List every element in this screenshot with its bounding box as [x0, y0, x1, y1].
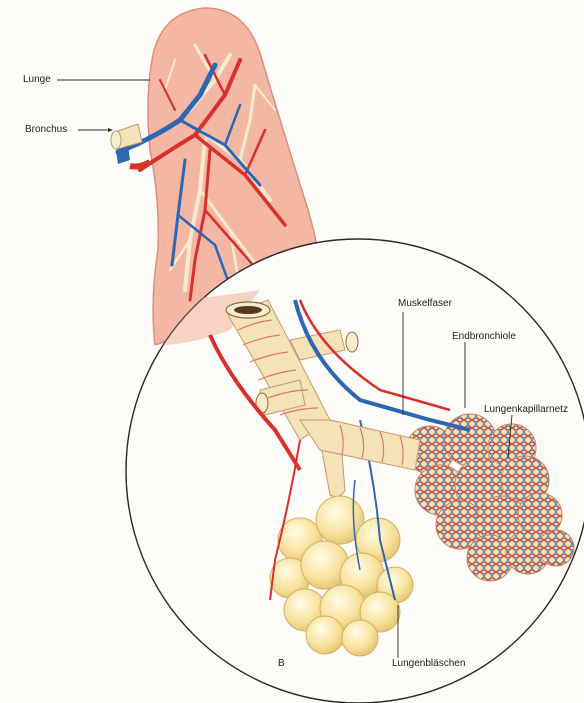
panel-letter: B — [278, 658, 285, 670]
label-bronchus: Bronchus — [25, 124, 67, 136]
label-lunge: Lunge — [23, 74, 51, 86]
label-muskelfaser: Muskelfaser — [398, 298, 452, 310]
label-lungenblaeschen: Lungenbläschen — [392, 658, 465, 670]
magnified-view-circle — [126, 239, 584, 703]
label-lungenkapillarnetz: Lungenkapillarnetz — [484, 404, 568, 416]
label-endbronchiole: Endbronchiole — [452, 331, 516, 343]
